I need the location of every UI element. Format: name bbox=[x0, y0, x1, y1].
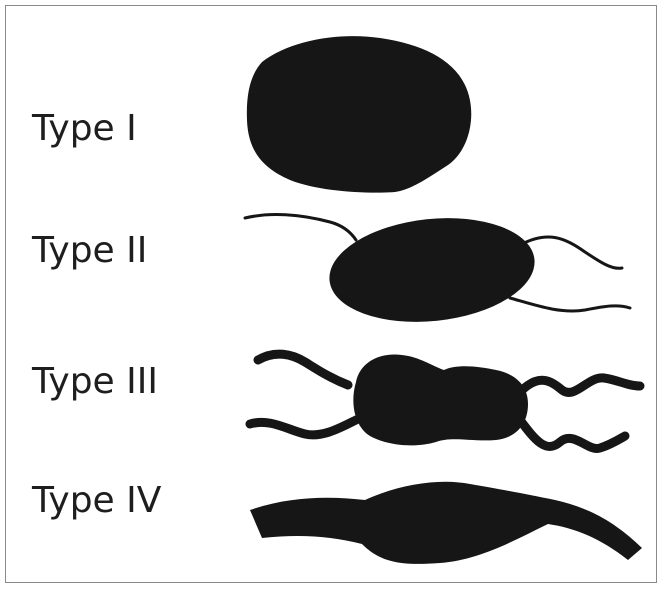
shape-type-1 bbox=[247, 36, 471, 193]
shape-type-2 bbox=[245, 209, 630, 332]
shape-type-3 bbox=[250, 354, 640, 448]
shape-type-4 bbox=[250, 482, 642, 564]
